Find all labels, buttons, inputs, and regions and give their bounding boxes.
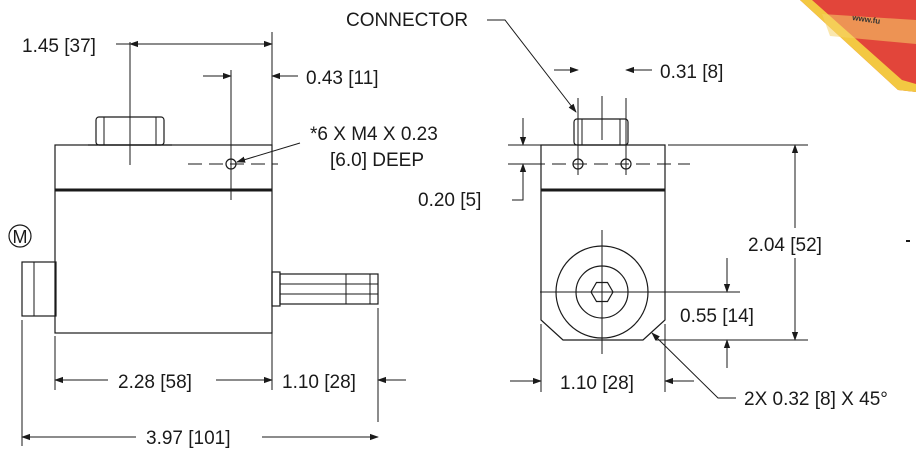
side-view: CONNECTOR 0.31 [8] 0.20 [5] 2.04 [52] 0.… — [346, 10, 910, 410]
dim-overall-length: 3.97 [101] — [146, 428, 231, 449]
side-body — [540, 144, 666, 341]
dim-body-length: 2.28 [58] — [118, 372, 192, 393]
svg-text:www.fu: www.fu — [851, 13, 881, 26]
m-marker-circle — [8, 224, 32, 248]
note-mount-holes-1: *6 X M4 X 0.23 — [310, 124, 438, 145]
front-body — [54, 144, 273, 334]
front-view: M 1.45 [37] 0.43 [11] *6 X M4 X 0.23 [6.… — [8, 32, 438, 449]
dim-width: 1.10 [28] — [560, 373, 634, 394]
dim-height: 2.04 [52] — [748, 235, 822, 256]
dim-hole-spacing: 0.31 [8] — [660, 62, 723, 83]
dim-hole-height: 0.20 [5] — [418, 190, 481, 211]
product-box-photo: www.fu — [800, 0, 916, 92]
note-chamfer: 2X 0.32 [8] X 45° — [744, 389, 888, 410]
dim-center-height: 0.55 [14] — [680, 306, 754, 327]
m-marker-label: M — [13, 227, 28, 247]
dim-hole-offset: 0.43 [11] — [306, 68, 379, 89]
front-end-cap — [21, 261, 57, 317]
dim-connector-offset: 1.45 [37] — [22, 36, 96, 57]
label-connector: CONNECTOR — [346, 10, 468, 31]
drive-shaft — [279, 273, 379, 305]
note-mount-holes-2: [6.0] DEEP — [330, 150, 424, 171]
dim-shaft-length: 1.10 [28] — [282, 372, 356, 393]
